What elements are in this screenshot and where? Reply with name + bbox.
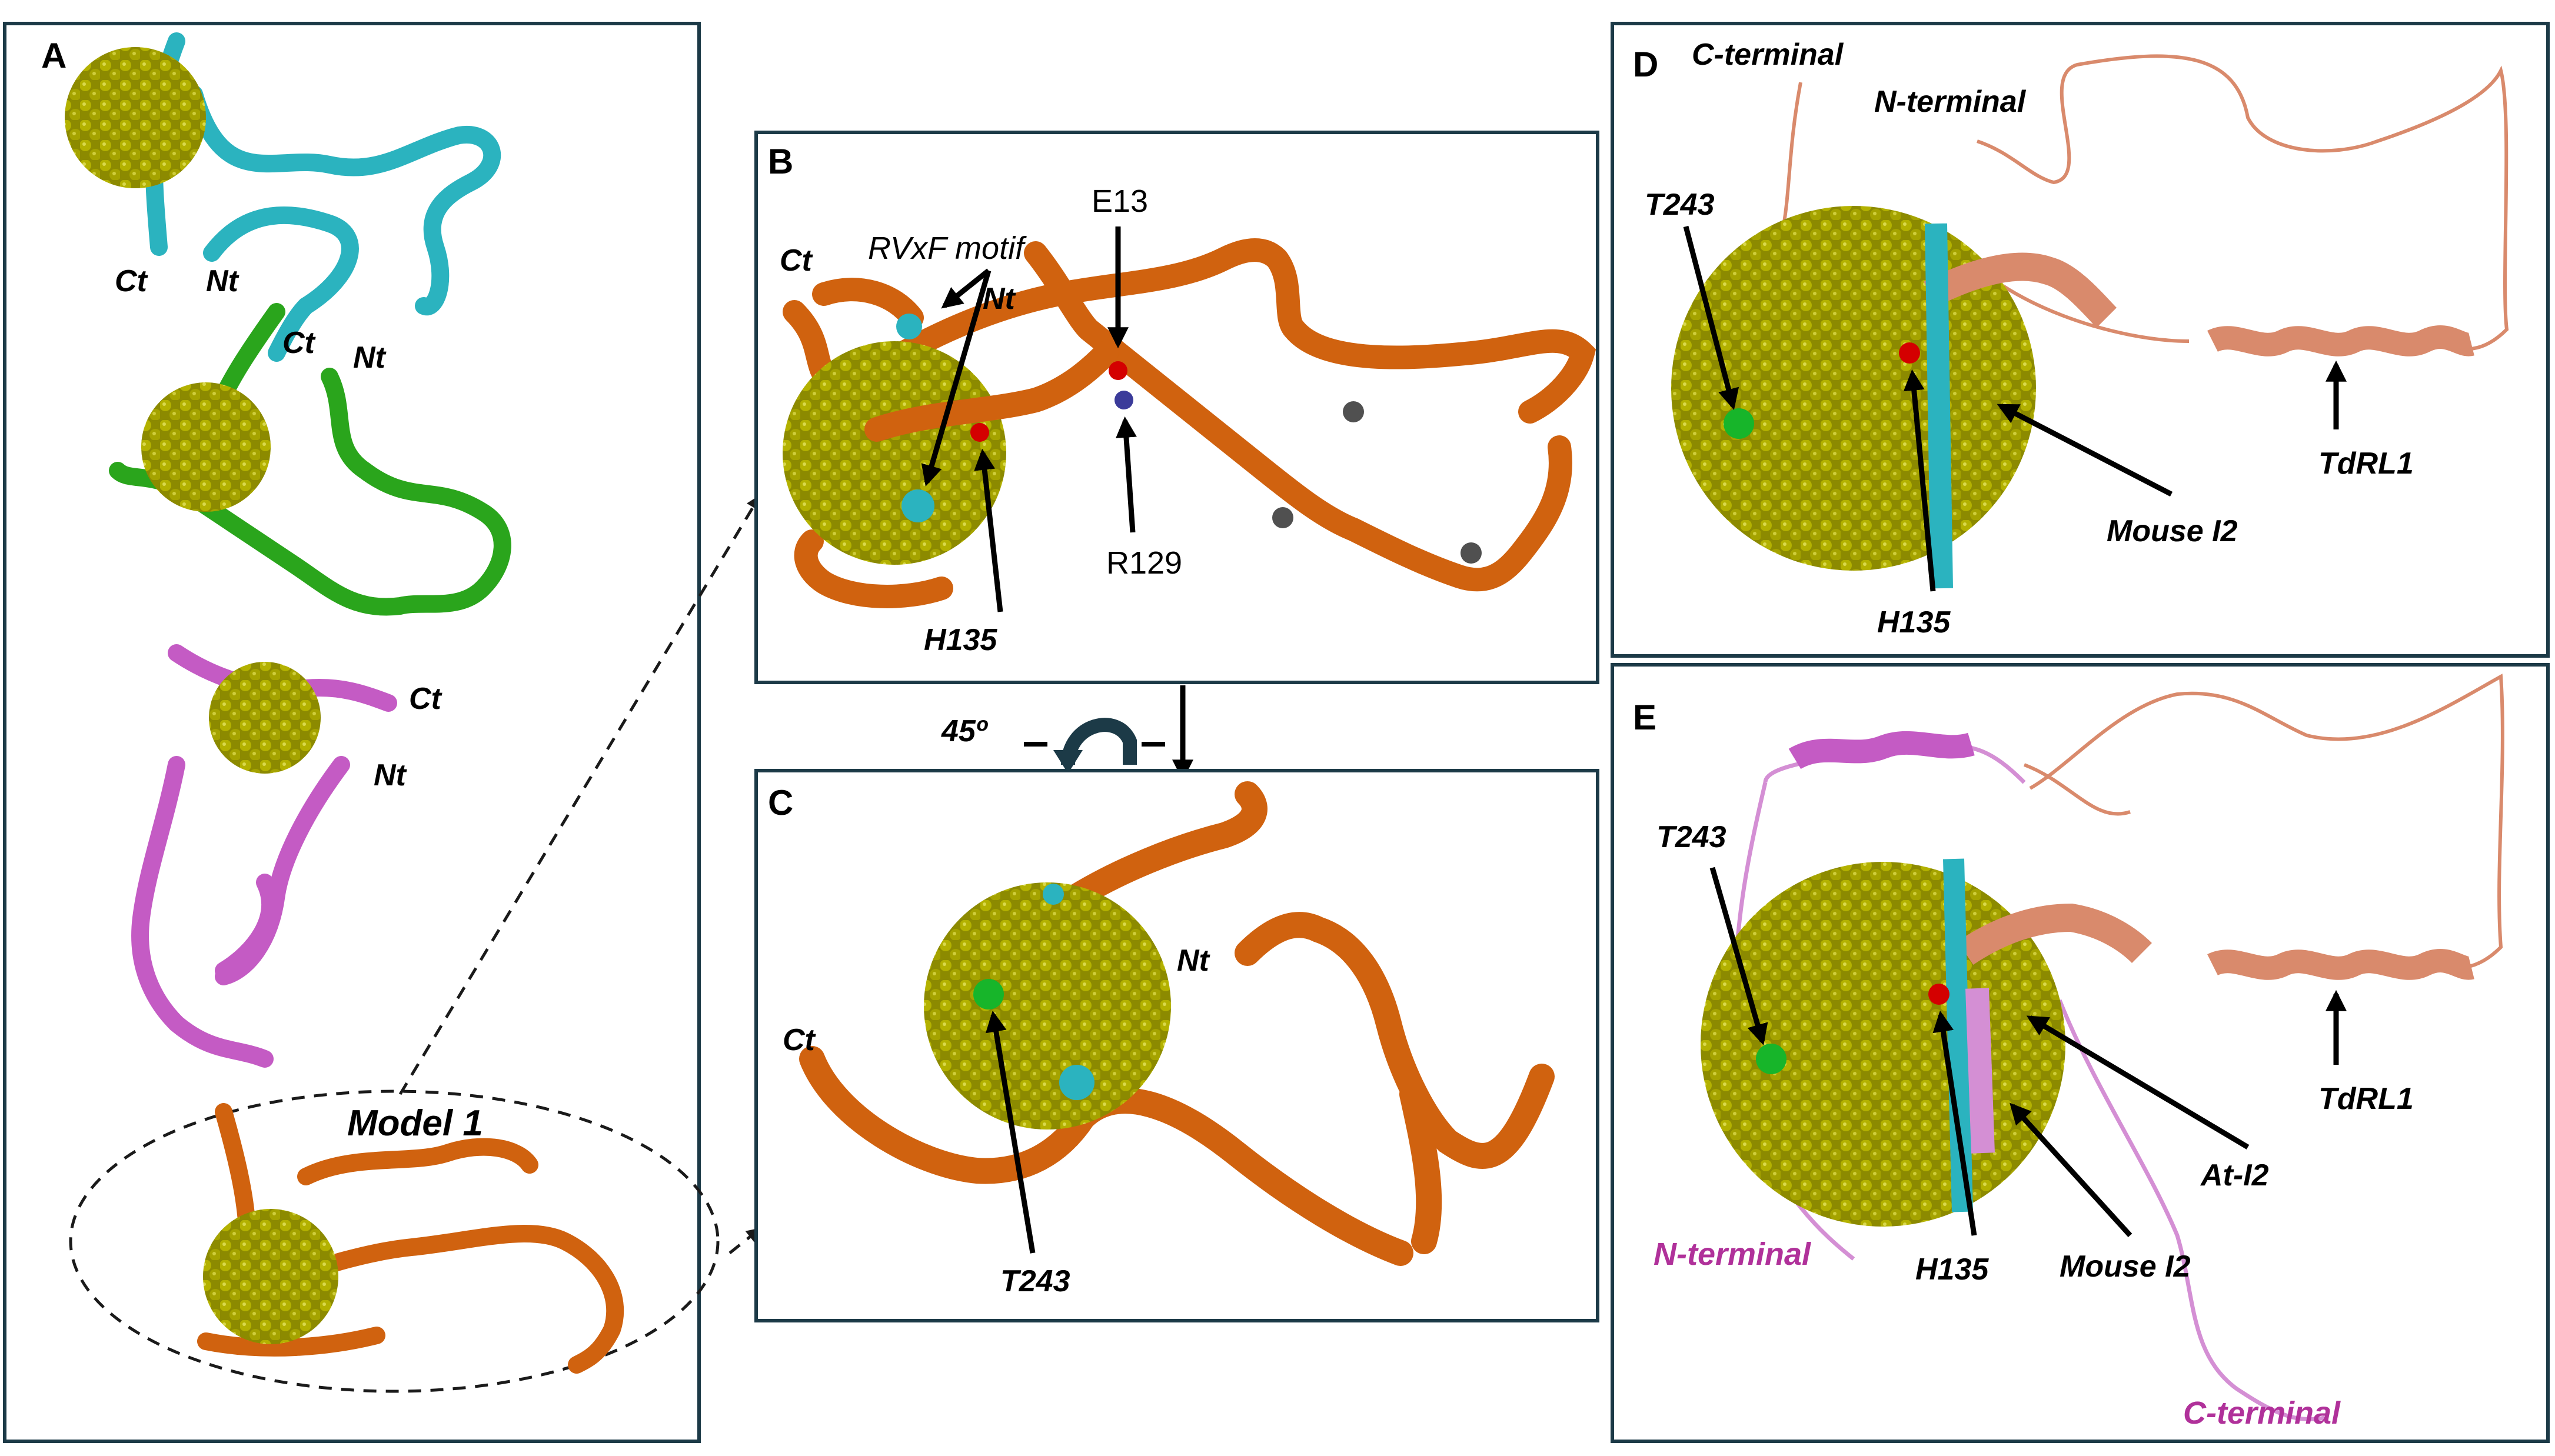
b-core (783, 341, 1006, 565)
e-tdrl1-label: TdRL1 (2318, 1082, 2414, 1116)
structure-green: Ct Nt (109, 303, 511, 616)
e-h135-arrow (1932, 1010, 1977, 1236)
cyan-core (65, 47, 206, 188)
grey-residue (1272, 507, 1293, 528)
r129-arrow (1116, 416, 1137, 533)
e-t243-arrow (1709, 867, 1768, 1045)
d-h135-residue (1899, 342, 1920, 364)
c-core (924, 882, 1171, 1130)
b-h135-arrow (974, 448, 1003, 612)
model-1-core (203, 1209, 338, 1344)
connector-to-c (728, 1227, 761, 1254)
d-t243-arrow (1683, 225, 1739, 410)
panel-c: C Ct Nt T243 (754, 769, 1599, 1322)
d-salmon-helix (1924, 252, 2117, 328)
e-c-terminal-label: C-terminal (2183, 1395, 2341, 1431)
panel-d-label: D (1633, 45, 1658, 84)
b-chain-over-core (864, 341, 1119, 442)
e-at-i2-arrow (2026, 1015, 2250, 1150)
cyan-nt-label: Nt (206, 264, 240, 298)
d-t243-label: T243 (1645, 188, 1715, 222)
magenta-nt-label: Nt (374, 758, 408, 792)
c-cyan-residue-top (1043, 884, 1064, 905)
e-mouse-i2-label: Mouse I2 (2060, 1250, 2191, 1284)
e-t243-label: T243 (1656, 820, 1726, 854)
e-n-terminal-label: N-terminal (1654, 1237, 1811, 1272)
panel-e-label: E (1633, 698, 1656, 737)
model-1-label: Model 1 (347, 1103, 483, 1144)
b-h135-label: H135 (924, 623, 997, 657)
rvxf-label: RVxF motif (868, 231, 1027, 266)
e13-label: E13 (1092, 184, 1148, 219)
e-mouse-i2-arrow (2010, 1102, 2133, 1238)
green-nt-label: Nt (353, 341, 387, 375)
green-ct-label: Ct (282, 326, 317, 360)
h135-residue (970, 423, 989, 442)
e13-residue (1109, 361, 1127, 380)
rotation-angle: 45º (941, 714, 989, 748)
r129-residue (1115, 391, 1133, 409)
d-mouse-i2-arrow (1997, 404, 2173, 497)
structure-magenta: Ct Nt (131, 644, 443, 1068)
d-n-terminal-label: N-terminal (1874, 85, 2027, 119)
tdrl1-helix (2207, 325, 2474, 356)
connector-to-b (398, 494, 761, 1095)
structure-cyan: Ct Nt (65, 32, 501, 362)
e-salmon-helix (1957, 903, 2152, 965)
magenta-ct-label: Ct (409, 682, 443, 716)
model-1-chain (197, 1103, 624, 1374)
cyan-ct-label: Ct (115, 264, 149, 298)
b-chain (783, 238, 1596, 608)
rotation-arrowhead (1053, 750, 1083, 774)
rotation-indicator: 45º (941, 685, 1193, 781)
panel-e: E T243 H135 Mouse I2 At-I2 TdRL1 N-termi… (1611, 663, 2550, 1443)
b-nt-label: Nt (983, 282, 1017, 316)
panel-a-label: A (41, 36, 66, 75)
e-tdrl1-helix (2207, 949, 2474, 980)
d-h135-label: H135 (1877, 605, 1951, 639)
e-h135-label: H135 (1915, 1252, 1989, 1287)
d-t243-residue (1724, 408, 1754, 439)
e-salmon-loop (2023, 674, 2504, 969)
grey-residue (1461, 542, 1482, 564)
at-i2-helix (1965, 988, 1995, 1154)
b-rvxf-residue-top (896, 314, 922, 339)
t243-residue (973, 979, 1004, 1009)
b-rvxf-residue (901, 489, 934, 522)
rvxf-arrow-1 (941, 268, 990, 309)
magenta-core (209, 662, 321, 774)
panel-b: B Ct Nt RVxF motif E13 R129 H135 (754, 131, 1599, 684)
rotation-icon (1061, 718, 1137, 765)
c-cyan-residue (1059, 1065, 1094, 1100)
b-ct-label: Ct (780, 244, 814, 278)
panel-a: A Ct Nt Ct Nt Ct Nt Model 1 (3, 22, 720, 1443)
e-at-i2-label: At-I2 (2200, 1158, 2269, 1192)
c-t243-arrow (985, 1010, 1036, 1254)
grey-residue (1343, 401, 1364, 422)
rvxf-arrow-2 (921, 269, 992, 487)
d-h135-arrow (1903, 369, 1936, 592)
e-h135-residue (1928, 984, 1949, 1005)
green-core (141, 382, 271, 512)
r129-label: R129 (1106, 545, 1182, 581)
model-1: Model 1 (69, 1089, 720, 1393)
d-mouse-i2-label: Mouse I2 (2107, 514, 2238, 548)
panel-b-label: B (768, 142, 793, 181)
c-ct-label: Ct (783, 1023, 817, 1057)
e-t243-residue (1756, 1044, 1786, 1074)
e-pink-helix-top (1788, 731, 1975, 769)
d-c-terminal-label: C-terminal (1692, 38, 1844, 72)
c-nt-label: Nt (1177, 944, 1211, 978)
model-1-ellipse (69, 1089, 720, 1393)
panel-c-label: C (768, 783, 793, 822)
d-tdrl1-label: TdRL1 (2318, 447, 2414, 481)
c-t243-label: T243 (1000, 1264, 1070, 1298)
panel-d: D C-terminal N-terminal T243 H135 Mouse … (1611, 22, 2550, 658)
mouse-i2-helix (1925, 223, 1953, 589)
